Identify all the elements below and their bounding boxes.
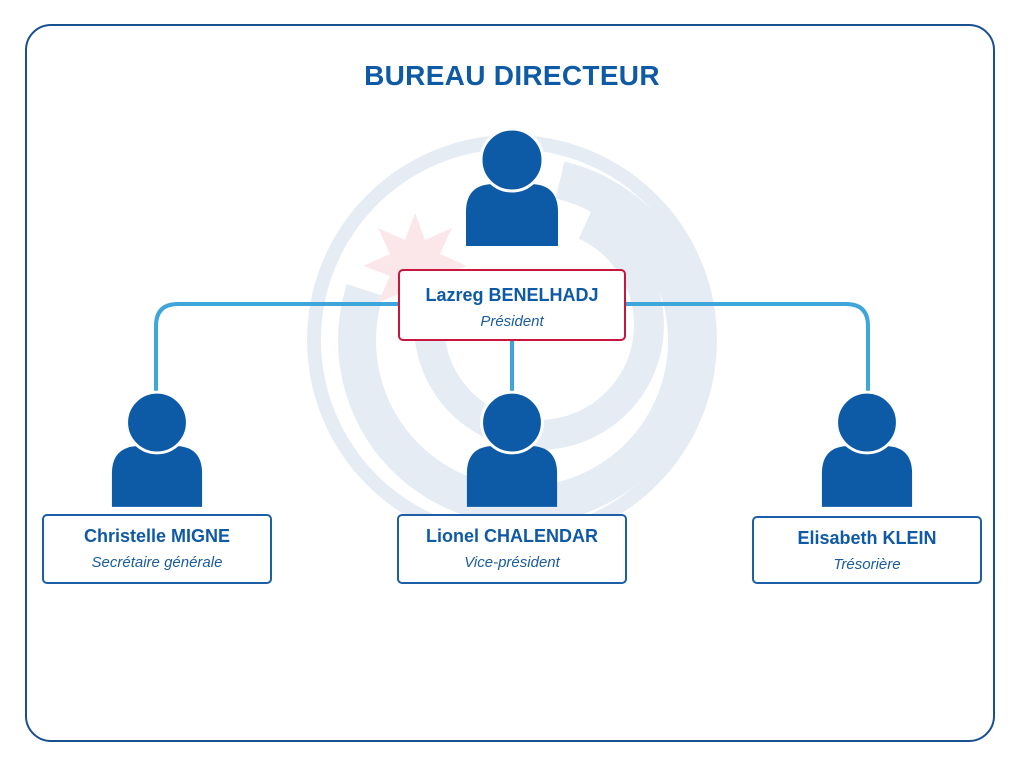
president-card: Lazreg BENELHADJ Président — [398, 269, 626, 341]
person-icon — [466, 128, 558, 246]
member-role: Vice-président — [464, 554, 560, 571]
vice-president-card: Lionel CHALENDAR Vice-président — [397, 514, 627, 584]
member-name: Lazreg BENELHADJ — [425, 285, 599, 305]
member-name: Elisabeth KLEIN — [797, 528, 937, 548]
person-icon — [821, 390, 913, 507]
member-role: Secrétaire générale — [91, 554, 223, 571]
chart-title: BUREAU DIRECTEUR — [364, 60, 660, 91]
treasurer-card: Elisabeth KLEIN Trésorière — [752, 516, 982, 584]
secretary-card: Christelle MIGNE Secrétaire générale — [42, 514, 272, 584]
member-role: Trésorière — [833, 556, 901, 573]
person-icon — [111, 390, 203, 507]
person-icon — [466, 390, 558, 507]
member-name: Christelle MIGNE — [83, 526, 231, 546]
connector-right — [624, 302, 870, 392]
connector-left — [154, 302, 400, 392]
member-role: Président — [480, 313, 544, 330]
member-name: Lionel CHALENDAR — [426, 526, 598, 546]
